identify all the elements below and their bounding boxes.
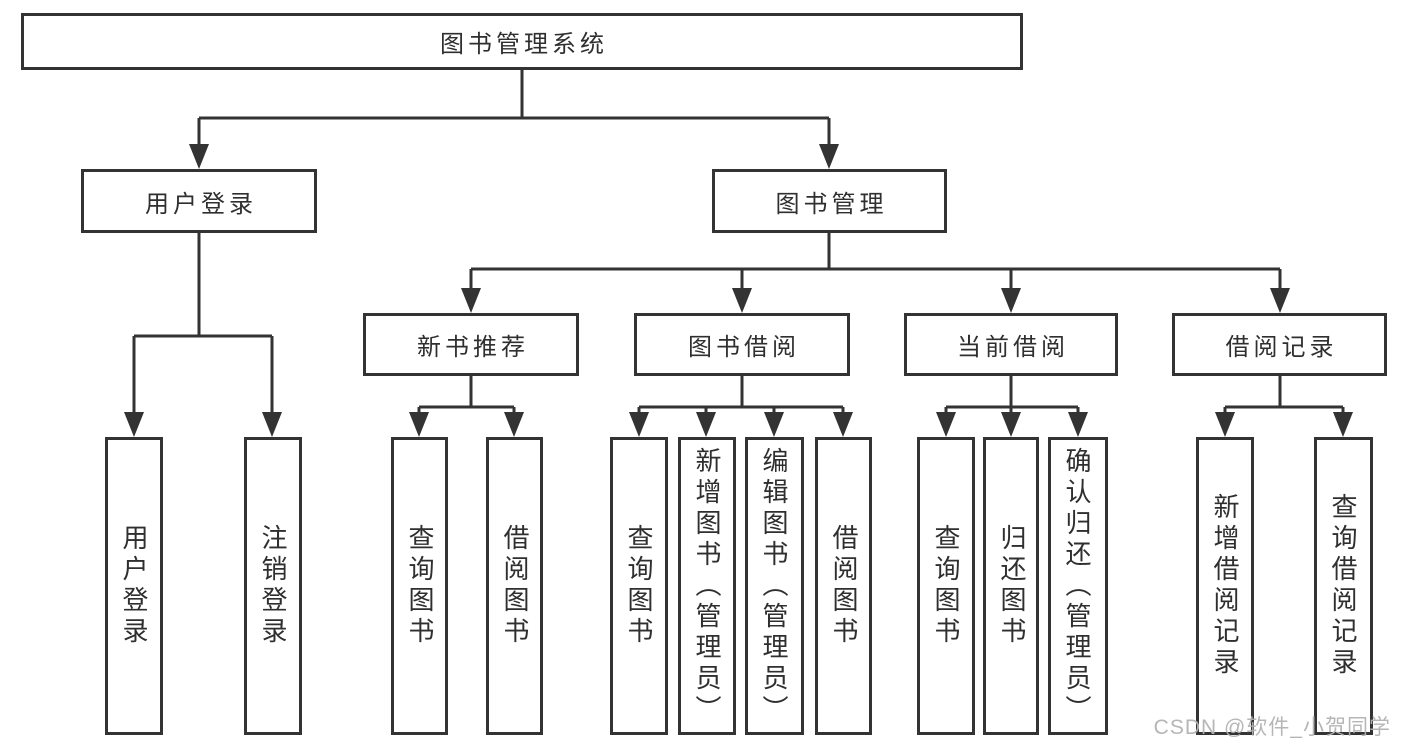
arrowhead-icon [1270, 288, 1290, 313]
node-leaf-return-books: 归还图书 [983, 437, 1039, 735]
node-new-book-recommend: 新书推荐 [363, 313, 579, 376]
node-leaf-borrow-books-rec: 借阅图书 [486, 437, 543, 735]
arrowhead-icon [504, 412, 524, 437]
arrowhead-icon [1001, 412, 1021, 437]
node-user-login: 用户登录 [81, 169, 317, 233]
arrowhead-icon [732, 288, 752, 313]
arrowhead-icon [764, 412, 784, 437]
node-book-management: 图书管理 [712, 169, 947, 233]
arrowhead-icon [1333, 412, 1353, 437]
node-leaf-query-books-current: 查询图书 [917, 437, 975, 735]
node-leaf-query-borrow-record: 查询借阅记录 [1314, 437, 1373, 735]
arrowhead-icon [189, 144, 209, 169]
arrowhead-icon [262, 412, 282, 437]
node-root: 图书管理系统 [21, 13, 1023, 70]
node-leaf-add-books-admin: 新增图书（管理员） [678, 437, 736, 735]
node-borrowing-records: 借阅记录 [1172, 313, 1387, 376]
arrowhead-icon [833, 412, 853, 437]
arrowhead-icon [1068, 412, 1088, 437]
node-book-borrowing: 图书借阅 [634, 313, 850, 376]
arrowhead-icon [819, 144, 839, 169]
node-leaf-borrow-books: 借阅图书 [815, 437, 872, 735]
node-leaf-query-books-borrow: 查询图书 [610, 437, 668, 735]
arrowhead-icon [461, 288, 481, 313]
arrowhead-icon [124, 412, 144, 437]
node-leaf-edit-books-admin: 编辑图书（管理员） [745, 437, 804, 735]
arrowhead-icon [409, 412, 429, 437]
node-leaf-query-books-rec: 查询图书 [391, 437, 448, 735]
node-leaf-confirm-return-admin: 确认归还（管理员） [1048, 437, 1108, 735]
arrowhead-icon [1215, 412, 1235, 437]
arrowhead-icon [629, 412, 649, 437]
arrowhead-icon [696, 412, 716, 437]
arrowhead-icon [936, 412, 956, 437]
node-leaf-add-borrow-record: 新增借阅记录 [1196, 437, 1254, 735]
arrowhead-icon [1001, 288, 1021, 313]
node-leaf-logout: 注销登录 [244, 437, 302, 735]
node-current-borrowing: 当前借阅 [904, 313, 1118, 376]
node-leaf-user-login: 用户登录 [105, 437, 163, 735]
